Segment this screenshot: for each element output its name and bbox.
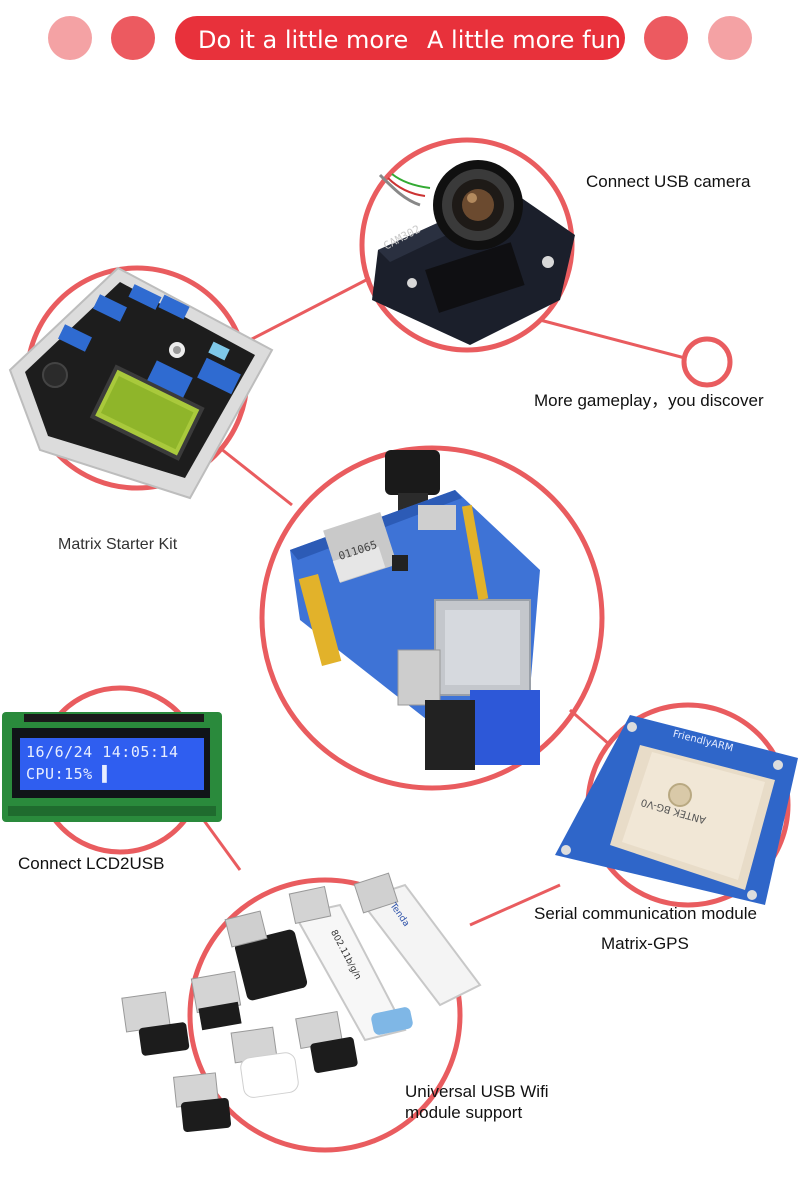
label-wifi-line1: Universal USB Wifi — [405, 1082, 549, 1101]
usb-camera-image: CAM302 — [372, 160, 575, 345]
banner-pill — [175, 16, 625, 60]
center-board-image: 011065 — [290, 450, 540, 770]
wifi-dongles-image — [121, 872, 482, 1133]
lcd-line-2: CPU:15% ▌ — [26, 765, 112, 783]
line-camera-more — [539, 318, 686, 360]
banner — [48, 16, 752, 60]
label-more-gameplay: More gameplay，you discover — [534, 391, 764, 410]
label-serial-module: Serial communication module — [534, 904, 757, 923]
banner-left-text: Do it a little more — [198, 26, 409, 54]
ring-wifi — [187, 877, 463, 1153]
banner-dot-left-outer — [48, 16, 92, 60]
label-lcd2usb: Connect LCD2USB — [18, 854, 165, 873]
banner-dot-right-inner — [644, 16, 688, 60]
banner-dot-right-outer — [708, 16, 752, 60]
gps-module-image — [555, 715, 798, 905]
connector-lines — [198, 276, 686, 927]
banner-right-text: A little more fun — [427, 26, 621, 54]
lcd-screen-text: 16/6/24 14:05:14 CPU:15% ▌ — [26, 741, 204, 785]
line-kit-center — [219, 446, 293, 507]
line-kit-camera — [249, 276, 371, 342]
label-matrix-gps: Matrix-GPS — [601, 934, 689, 953]
lcd-line-1: 16/6/24 14:05:14 — [26, 743, 179, 761]
ring-center — [259, 445, 605, 791]
line-wifi-gps — [469, 883, 561, 927]
label-starter-kit: Matrix Starter Kit — [58, 536, 178, 553]
starter-kit-image — [8, 266, 274, 500]
line-lcd-wifi — [198, 814, 242, 871]
ring-more — [681, 336, 733, 388]
label-wifi-line2: module support — [405, 1103, 523, 1122]
label-usb-camera: Connect USB camera — [586, 172, 751, 191]
line-center-gps — [569, 708, 611, 747]
lcd-module-image — [2, 712, 222, 822]
banner-dot-left-inner — [111, 16, 155, 60]
